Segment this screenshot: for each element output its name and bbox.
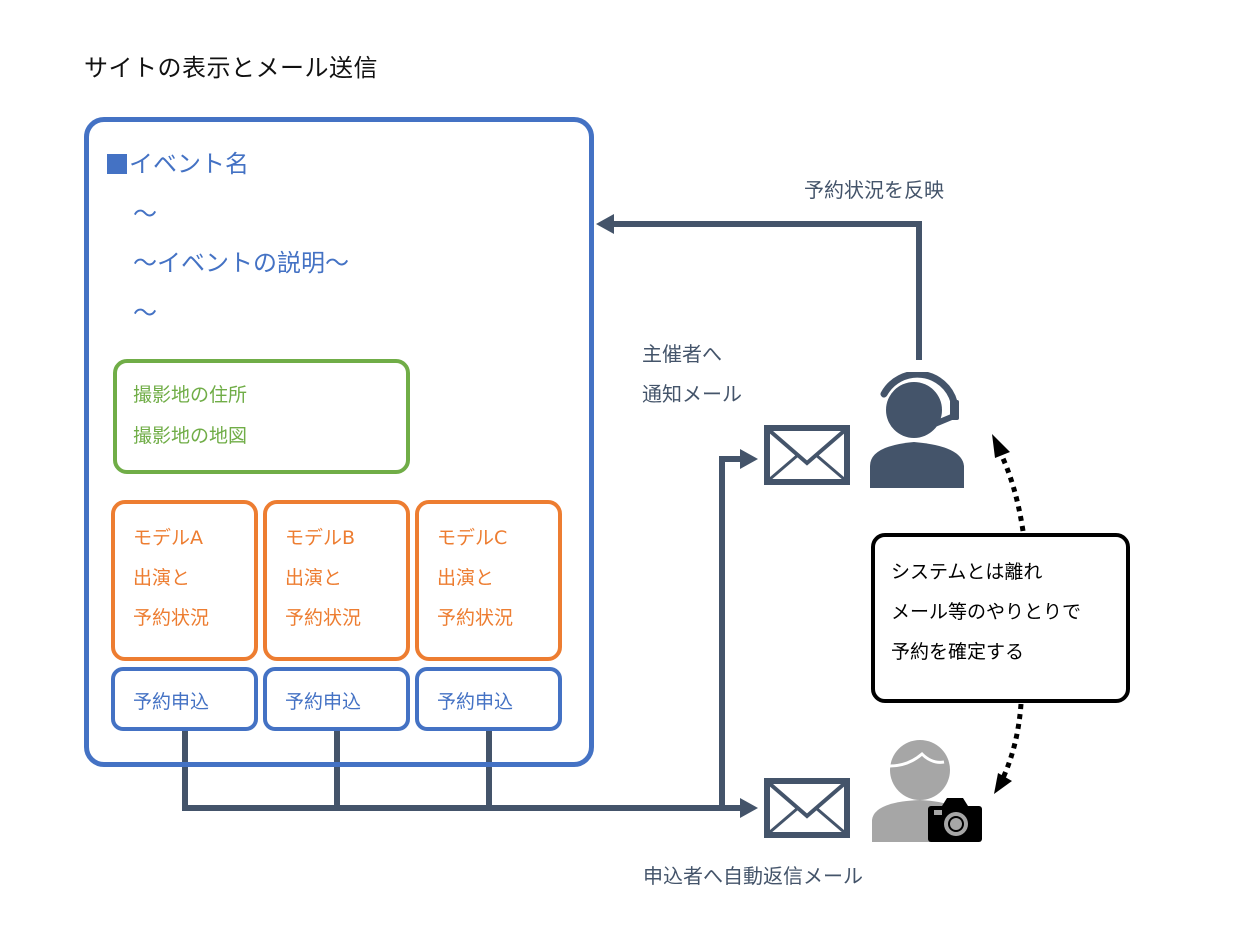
arrowhead-organizer-mail [740, 449, 758, 469]
model-appearance: 出演と [437, 567, 495, 589]
auto-reply-label: 申込者へ自動返信メール [643, 864, 863, 888]
model-appearance: 出演と [285, 567, 343, 589]
model-card-c: モデルC 出演と 予約状況 [415, 500, 562, 661]
arrowhead-dotted-applicant [994, 773, 1012, 794]
apply-button-b[interactable]: 予約申込 [263, 667, 410, 731]
square-bullet-icon [107, 154, 127, 174]
event-name-heading: イベント名 [107, 144, 249, 179]
event-desc-line: ～ [133, 299, 157, 327]
site-display-panel: イベント名 ～ ～イベントの説明～ ～ [84, 117, 594, 767]
event-name-text: イベント名 [129, 150, 249, 178]
headset-person-icon [870, 372, 964, 488]
model-status: 予約状況 [437, 607, 514, 629]
event-desc-line: ～イベントの説明～ [133, 249, 349, 277]
event-desc-line: ～ [133, 200, 157, 228]
arrowhead-reflect-status [596, 214, 614, 234]
organizer-envelope-icon [764, 425, 850, 485]
applicant-envelope-icon [764, 778, 850, 838]
dotted-arrow-to-applicant [1000, 703, 1024, 780]
model-card-a: モデルA 出演と 予約状況 [111, 500, 258, 661]
model-status: 予約状況 [285, 607, 362, 629]
location-box: 撮影地の住所 撮影地の地図 [113, 359, 410, 474]
model-card-b: モデルB 出演と 予約状況 [263, 500, 410, 661]
apply-label: 予約申込 [133, 691, 210, 713]
connector-reflect-status [614, 221, 922, 360]
notify-organizer-label-2: 通知メール [642, 382, 742, 406]
camera-icon [928, 798, 982, 842]
location-address: 撮影地の住所 [133, 384, 248, 406]
diagram-title: サイトの表示とメール送信 [84, 54, 378, 82]
arrowhead-dotted-organizer [992, 434, 1010, 458]
apply-button-a[interactable]: 予約申込 [111, 667, 258, 731]
note-line: 予約を確定する [891, 641, 1025, 663]
reflect-status-label: 予約状況を反映 [804, 178, 944, 202]
apply-label: 予約申込 [437, 691, 514, 713]
offline-confirmation-note: システムとは離れ メール等のやりとりで 予約を確定する [871, 533, 1130, 703]
photographer-person-icon [872, 740, 982, 842]
model-appearance: 出演と [133, 567, 191, 589]
dotted-arrow-to-organizer [997, 450, 1026, 532]
location-map: 撮影地の地図 [133, 425, 248, 447]
note-line: メール等のやりとりで [891, 601, 1082, 623]
note-line: システムとは離れ [891, 561, 1043, 583]
notify-organizer-label-1: 主催者へ [642, 342, 722, 366]
model-name: モデルB [285, 527, 356, 549]
model-name: モデルC [437, 527, 508, 549]
apply-label: 予約申込 [285, 691, 362, 713]
apply-button-c[interactable]: 予約申込 [415, 667, 562, 731]
arrowhead-applicant-mail [740, 798, 758, 818]
connector-to-organizer-mail [719, 456, 740, 808]
model-name: モデルA [133, 527, 203, 549]
model-status: 予約状況 [133, 607, 210, 629]
